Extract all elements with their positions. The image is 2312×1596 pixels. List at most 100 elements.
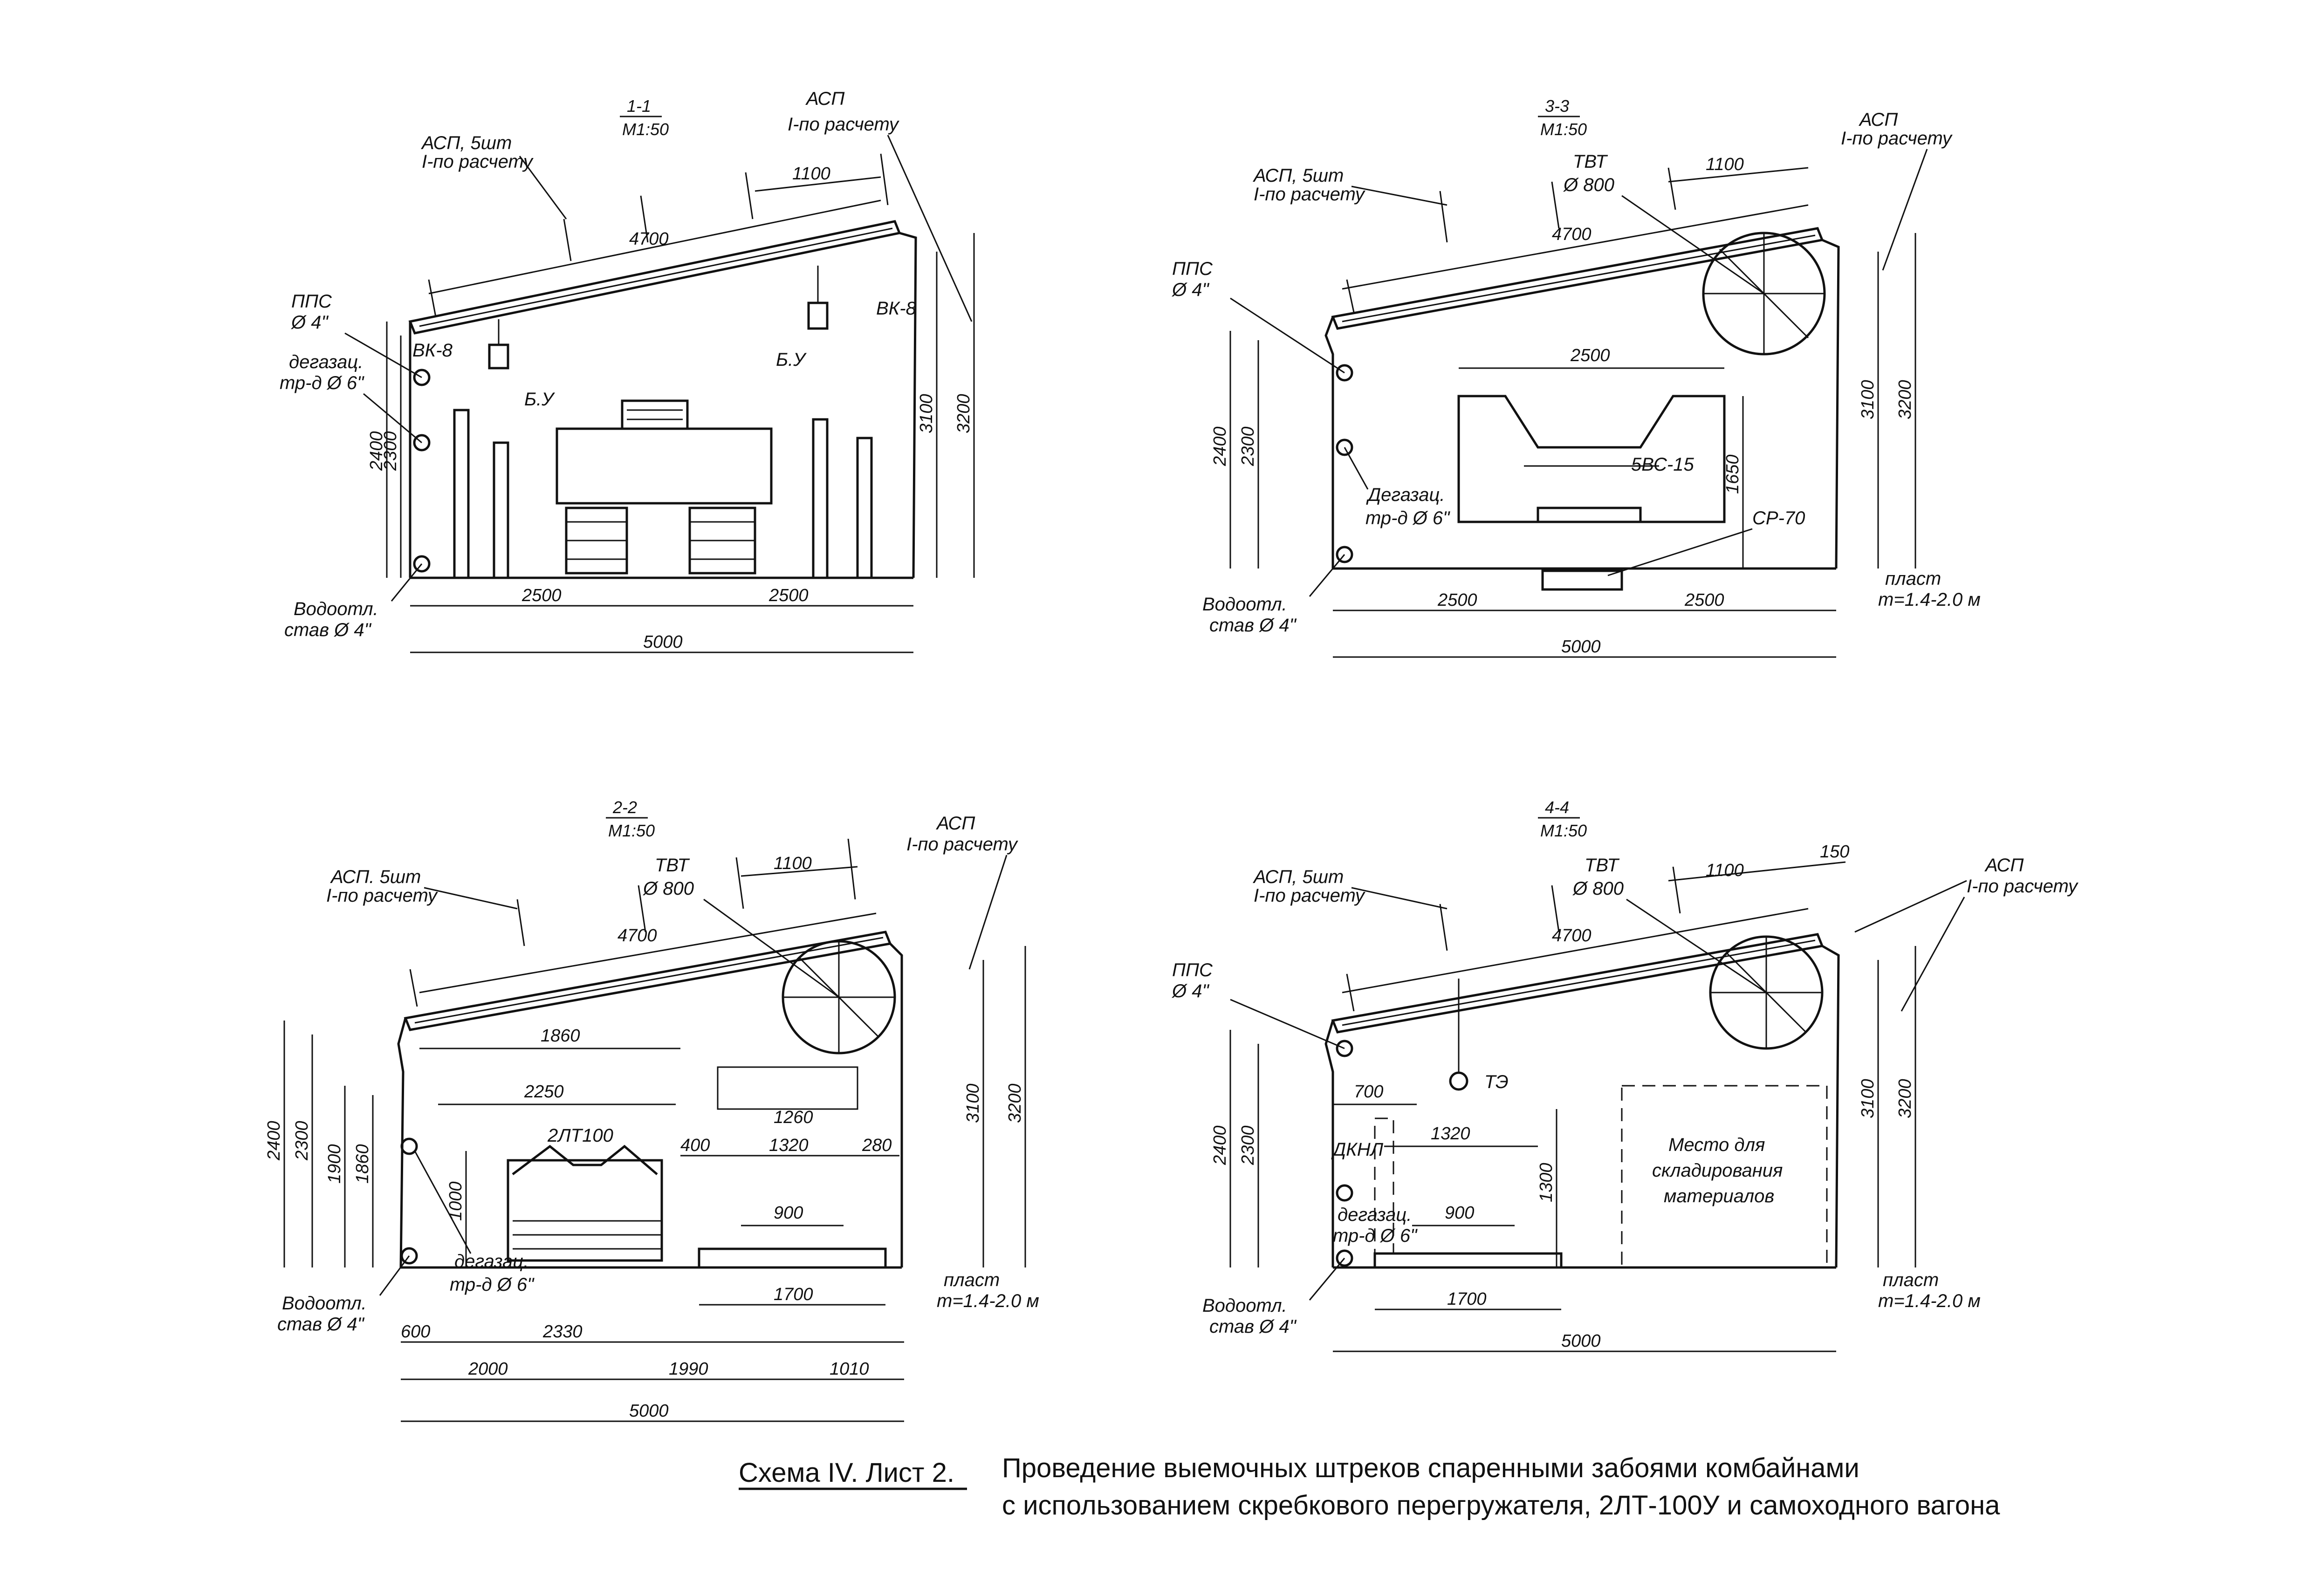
- dim-2300: 2300: [1238, 1125, 1258, 1165]
- section-title: 4-4: [1545, 798, 1569, 817]
- bu-label: Б.У: [524, 389, 555, 410]
- asp-right-label: АСП: [805, 89, 845, 109]
- dim-2400: 2400: [264, 1121, 284, 1161]
- dim-3200: 3200: [1895, 380, 1915, 419]
- combine-body: [556, 427, 773, 505]
- sr70-unit: [1541, 569, 1623, 591]
- dim-1100: 1100: [1706, 155, 1744, 174]
- dim-1300: 1300: [1537, 1163, 1556, 1202]
- dim-4700: 4700: [629, 229, 669, 249]
- drain-pipe: [1336, 546, 1353, 563]
- support-post: [453, 409, 470, 579]
- plast-thickness: m=1.4-2.0 м: [1878, 589, 1981, 610]
- pps-diameter: Ø 4": [290, 312, 329, 333]
- section-3-3: 3-3 М1:50 АСП, 5шт I-по расчету АСП I-по…: [1171, 96, 1981, 658]
- support-post: [812, 418, 829, 579]
- dim-1700: 1700: [774, 1285, 813, 1304]
- hanging-block: [807, 301, 829, 330]
- dim-2400: 2400: [367, 431, 386, 471]
- dim-280: 280: [862, 1136, 892, 1155]
- dim-4700: 4700: [1552, 225, 1592, 244]
- asp-left-label: АСП, 5шт: [421, 133, 512, 153]
- conveyor-label: 2ЛТ100: [547, 1125, 613, 1146]
- pps-pipe: [1336, 1040, 1353, 1057]
- section-title: 1-1: [627, 96, 651, 116]
- pps-diameter: Ø 4": [1171, 280, 1209, 300]
- dim-2500: 2500: [1684, 590, 1724, 610]
- asp-left-label: АСП, 5шт: [1253, 165, 1344, 186]
- degas-pipe: [1336, 1184, 1353, 1202]
- degas-pipe: [413, 434, 431, 452]
- asp-left-sub: I-по расчету: [1254, 885, 1366, 906]
- dim-2500: 2500: [768, 586, 809, 605]
- pps-label: ППС: [1172, 960, 1213, 980]
- hoist-label: ТЭ: [1484, 1072, 1509, 1092]
- degas-label: дегазац.: [1338, 1205, 1412, 1225]
- degas-label: дегазац.: [289, 352, 363, 372]
- dim-5000: 5000: [1561, 1331, 1601, 1351]
- right-wall: [889, 943, 903, 1267]
- dim-2300: 2300: [292, 1121, 312, 1161]
- conveyor-rollers: [512, 1144, 658, 1175]
- asp-right-label: АСП: [1859, 110, 1898, 130]
- dim-1900: 1900: [325, 1144, 344, 1184]
- degas-pipe: [1336, 438, 1353, 456]
- tvt-diameter: Ø 800: [1563, 175, 1614, 195]
- hanging-block: [488, 343, 509, 370]
- asp-left-sub: I-по расчету: [326, 885, 439, 906]
- asp-right-sub: I-по расчету: [1841, 128, 1953, 149]
- section-title: 2-2: [612, 798, 637, 817]
- dim-2300: 2300: [1238, 426, 1258, 466]
- tvt-diameter: Ø 800: [642, 878, 694, 899]
- dim-5000: 5000: [629, 1401, 669, 1421]
- storage-label: складирования: [1652, 1160, 1783, 1181]
- pps-pipe: [400, 1137, 418, 1155]
- dim-3100: 3100: [963, 1083, 983, 1123]
- dim-2400: 2400: [1210, 1125, 1230, 1165]
- degas-pipe-label: тр-д Ø 6": [1365, 508, 1450, 528]
- degas-label: Дегазац.: [1366, 485, 1445, 505]
- asp-left-sub: I-по расчету: [1254, 184, 1366, 205]
- dim-2500: 2500: [521, 586, 562, 605]
- left-wall: [397, 1018, 407, 1268]
- dim-1860: 1860: [541, 1026, 580, 1046]
- support-post: [493, 441, 509, 579]
- asp-left-label: АСП, 5шт: [1253, 867, 1344, 887]
- asp-left-sub: I-по расчету: [422, 151, 534, 172]
- sr70-label: СР-70: [1752, 508, 1805, 528]
- pps-label: ППС: [1172, 259, 1213, 279]
- dim-3100: 3100: [1858, 1079, 1878, 1118]
- dim-1100: 1100: [1706, 861, 1744, 880]
- pps-pipe: [1336, 364, 1353, 382]
- section-4-4: 4-4 М1:50 АСП, 5шт I-по расчету АСП I-: [1171, 798, 2079, 1352]
- drain-label: Водоотл.: [1202, 1295, 1287, 1316]
- degas-pipe-label: тр-д Ø 6": [1333, 1226, 1418, 1246]
- pps-label: ППС: [291, 291, 332, 312]
- right-wall: [1822, 239, 1840, 569]
- pps-pipe: [413, 369, 431, 386]
- tvt-diameter: Ø 800: [1572, 878, 1624, 899]
- plast-thickness: m=1.4-2.0 м: [1878, 1291, 1981, 1311]
- dim-4700: 4700: [1552, 926, 1592, 945]
- dim-1100: 1100: [792, 164, 830, 184]
- dim-1700: 1700: [1447, 1289, 1487, 1309]
- left-wall: [1324, 316, 1334, 569]
- dim-3100: 3100: [917, 394, 936, 433]
- dim-1010: 1010: [830, 1359, 869, 1379]
- section-scale: М1:50: [1540, 120, 1587, 139]
- drain-pipe: [400, 1247, 418, 1265]
- rail-track: [1373, 1252, 1563, 1269]
- caption-line-2: с использованием скребкового перегружате…: [1002, 1490, 2000, 1521]
- dim-400: 400: [680, 1136, 710, 1155]
- dim-5000: 5000: [1561, 637, 1601, 657]
- dim-1650: 1650: [1723, 454, 1743, 494]
- caption: Схема IV. Лист 2. Проведение выемочных ш…: [739, 1453, 2000, 1521]
- tvt-label: ТВТ: [655, 855, 690, 876]
- drain-pipe-label: став Ø 4": [284, 620, 372, 640]
- plast-label: пласт: [944, 1270, 1000, 1290]
- dim-1860: 1860: [353, 1144, 372, 1184]
- dim-2250: 2250: [524, 1082, 564, 1102]
- support-post: [856, 437, 873, 579]
- dim-2330: 2330: [542, 1322, 583, 1342]
- drain-pipe-label: став Ø 4": [1209, 1316, 1297, 1337]
